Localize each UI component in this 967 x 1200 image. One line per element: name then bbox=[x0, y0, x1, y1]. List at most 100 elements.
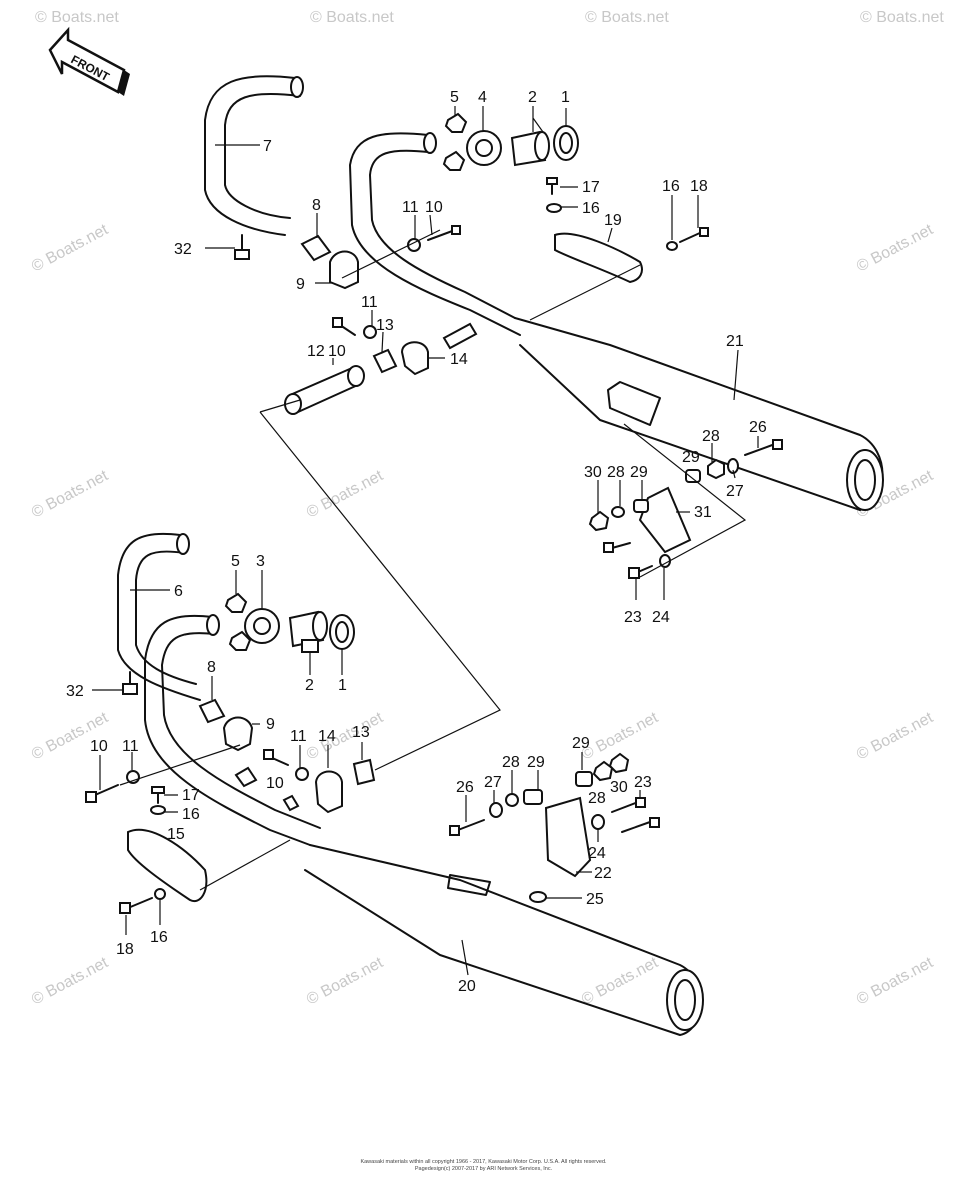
watermark: © Boats.net bbox=[579, 954, 661, 1009]
nut-11 bbox=[295, 767, 309, 781]
callout-16: 16 bbox=[662, 178, 680, 195]
collar-end bbox=[534, 131, 550, 161]
collar-end bbox=[312, 611, 328, 641]
callout-11: 11 bbox=[402, 199, 419, 216]
callout-30: 30 bbox=[610, 779, 628, 796]
bolt-26 bbox=[744, 443, 776, 456]
callout-26: 26 bbox=[456, 779, 474, 796]
washer-28 bbox=[611, 506, 625, 518]
bracket-outline bbox=[623, 423, 747, 578]
callout-8: 8 bbox=[312, 197, 321, 214]
bolt-head bbox=[635, 797, 646, 808]
nut-5 bbox=[228, 630, 252, 651]
bolt-26 bbox=[457, 819, 485, 831]
callout-18: 18 bbox=[116, 941, 134, 958]
callout-9: 9 bbox=[296, 276, 305, 293]
pipe-end bbox=[176, 533, 190, 555]
bracket-31 bbox=[638, 486, 692, 554]
callout-16: 16 bbox=[182, 806, 200, 823]
nut-30 bbox=[588, 510, 610, 532]
callout-27: 27 bbox=[726, 483, 744, 500]
bolt-head bbox=[263, 749, 274, 760]
callout-2: 2 bbox=[305, 677, 314, 694]
watermark: © Boats.net bbox=[304, 467, 386, 522]
callout-numbers: 1 2 4 5 7 8 9 10 11 32 17 16 16 18 19 11… bbox=[66, 89, 767, 995]
gasket-inner bbox=[335, 621, 349, 643]
leaders bbox=[92, 106, 759, 976]
watermark: © Boats.net bbox=[860, 9, 944, 26]
leader bbox=[597, 480, 643, 514]
collar-tab bbox=[301, 639, 319, 653]
leader bbox=[465, 790, 495, 822]
leader bbox=[259, 399, 301, 413]
pipe-12 bbox=[289, 367, 361, 413]
gasket-1 bbox=[329, 614, 355, 650]
flange-4 bbox=[466, 130, 502, 166]
leader bbox=[560, 186, 578, 208]
leader bbox=[299, 745, 329, 768]
callout-14: 14 bbox=[450, 351, 468, 368]
washer-27 bbox=[489, 802, 503, 818]
leader bbox=[511, 770, 539, 794]
watermark: © Boats.net bbox=[29, 467, 111, 522]
callout-32: 32 bbox=[66, 683, 84, 700]
bolt-head bbox=[122, 683, 138, 695]
bolt-head bbox=[85, 791, 97, 803]
watermark: © Boats.net bbox=[854, 954, 936, 1009]
callout-10: 10 bbox=[425, 199, 443, 216]
nut-28 bbox=[707, 458, 725, 480]
clamp-14 bbox=[400, 341, 429, 376]
leader bbox=[607, 227, 613, 243]
callout-5: 5 bbox=[450, 89, 459, 106]
bolt-head bbox=[449, 825, 460, 836]
callout-10: 10 bbox=[266, 775, 284, 792]
callout-13: 13 bbox=[376, 317, 394, 334]
flange-hole bbox=[475, 139, 493, 157]
muffler-20 bbox=[304, 844, 702, 1036]
callout-22: 22 bbox=[594, 865, 612, 882]
callout-17: 17 bbox=[582, 179, 600, 196]
heat-shield-19 bbox=[554, 232, 643, 284]
washer-16 bbox=[150, 805, 166, 815]
bolt-head bbox=[332, 317, 343, 328]
muffler-outlet bbox=[846, 449, 884, 511]
callout-1: 1 bbox=[561, 89, 570, 106]
muffler-outlet bbox=[666, 969, 704, 1031]
callout-7: 7 bbox=[263, 138, 272, 155]
bolt-head bbox=[119, 902, 131, 914]
callout-21: 21 bbox=[726, 333, 744, 350]
sleeve-13 bbox=[372, 348, 398, 374]
clamp-9 bbox=[222, 716, 254, 752]
callout-29: 29 bbox=[630, 464, 648, 481]
copyright-line-2: Pagedesign(c) 2007-2017 by ARI Network S… bbox=[414, 1166, 553, 1172]
leader bbox=[733, 349, 739, 401]
leader bbox=[671, 195, 699, 240]
pipe-end bbox=[290, 76, 304, 98]
pipe-collar bbox=[282, 794, 300, 812]
nut-25 bbox=[529, 891, 547, 903]
leader bbox=[119, 744, 241, 786]
callout-1: 1 bbox=[338, 677, 347, 694]
callout-24: 24 bbox=[588, 845, 606, 862]
washer-28 bbox=[505, 793, 519, 807]
exhaust-pipe-7 bbox=[204, 75, 301, 236]
watermark: © Boats.net bbox=[35, 9, 119, 26]
leader bbox=[164, 794, 178, 813]
bracket-22 bbox=[544, 796, 592, 878]
callout-20: 20 bbox=[458, 978, 476, 995]
callout-27: 27 bbox=[484, 774, 502, 791]
exhaust-pipe-inner bbox=[349, 132, 521, 336]
gasket-1 bbox=[553, 125, 579, 161]
bolt-head bbox=[649, 817, 660, 828]
gasket-inner bbox=[559, 132, 573, 154]
leader bbox=[381, 331, 384, 353]
leader bbox=[125, 900, 161, 935]
copyright-line: Kawasaki materials within all copyright … bbox=[360, 1159, 607, 1165]
callout-24: 24 bbox=[652, 609, 670, 626]
callout-11: 11 bbox=[290, 728, 307, 745]
callout-28: 28 bbox=[702, 428, 720, 445]
callout-4: 4 bbox=[478, 89, 487, 106]
washer-16 bbox=[546, 203, 562, 213]
leader bbox=[635, 568, 665, 600]
pipe-collar bbox=[442, 322, 478, 350]
